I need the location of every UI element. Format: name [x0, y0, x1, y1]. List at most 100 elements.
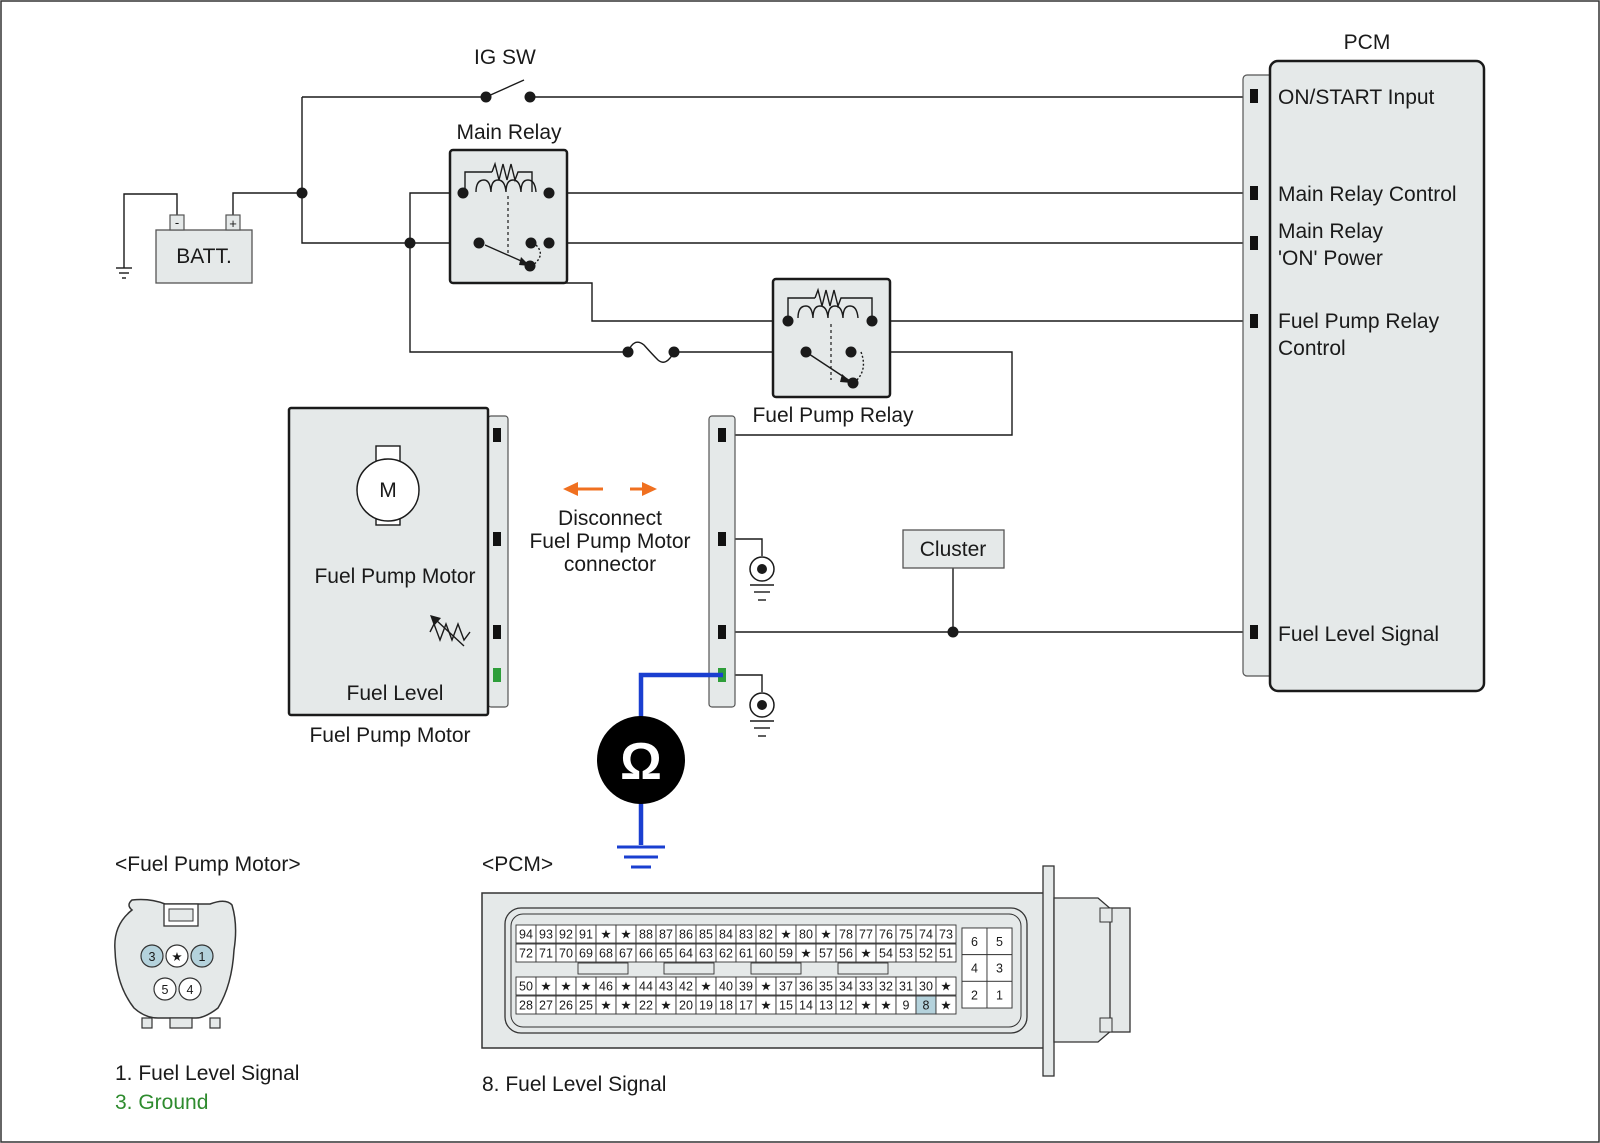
- ohm-icon: [597, 716, 685, 804]
- pcm-pin-cell: [935, 976, 957, 996]
- pcm-pin-label: 83: [739, 928, 753, 942]
- pcm-pin-label: 77: [859, 928, 873, 942]
- pcm-pin-label: 34: [839, 980, 853, 994]
- pcm-pin-label: 78: [839, 928, 853, 942]
- cluster-box: [902, 529, 1005, 569]
- pcm-pin-label: 88: [639, 928, 653, 942]
- pcm-pin-label: 56: [839, 947, 853, 961]
- fuel-pump-motor-block: M Fuel Pump Motor Fuel Level: [287, 406, 509, 717]
- pcm-pin-label: 93: [539, 928, 553, 942]
- pcm-pin-label: 32: [879, 980, 893, 994]
- pcm-pin-fpr-control-l2: Control: [1278, 337, 1346, 360]
- ground-icon: [749, 692, 775, 737]
- disconnect-label-3: connector: [564, 553, 656, 576]
- pcm-label: PCM: [1344, 31, 1391, 54]
- pcm-pin-label: 9: [903, 999, 910, 1013]
- pcm-pin-label: ★: [700, 980, 711, 994]
- pcm-pin-label: 73: [939, 928, 953, 942]
- pcm-pin-label: 74: [919, 928, 933, 942]
- pcm-key-slot: [663, 962, 715, 975]
- ohmmeter: Ω: [597, 672, 723, 869]
- pcm-small-pin-cell: [986, 980, 1013, 1009]
- pcm-small-pin-label: 3: [996, 962, 1003, 976]
- pcm-pin-label: ★: [880, 999, 891, 1013]
- pcm-pin-label: 30: [919, 980, 933, 994]
- pcm-pin-label: 57: [819, 947, 833, 961]
- pcm-pin-label: 84: [719, 928, 733, 942]
- pcm-small-pin-cell: [961, 980, 988, 1009]
- pcm-pin-label: 76: [879, 928, 893, 942]
- pcm-pin-label: 92: [559, 928, 573, 942]
- pcm-pin-label: 44: [639, 980, 653, 994]
- pcm-pin-label: 42: [679, 980, 693, 994]
- pcm-pin-label: 46: [599, 980, 613, 994]
- pcm-pin-label: ★: [760, 980, 771, 994]
- pcm-connector-title: <PCM>: [482, 853, 553, 876]
- pcm-pin-label: ★: [600, 928, 611, 942]
- pcm-pin-main-relay-control: Main Relay Control: [1278, 183, 1457, 206]
- pcm-pin-label: 12: [839, 999, 853, 1013]
- battery-plus-label: +: [229, 216, 237, 231]
- harness-connector: [708, 415, 736, 708]
- pcm-pin-label: 31: [899, 980, 913, 994]
- pcm-pin-label: ★: [600, 999, 611, 1013]
- fuel-level-inner-label: Fuel Level: [347, 682, 444, 705]
- pcm-block: PCM ON/START Input Main Relay Control Ma…: [1242, 31, 1486, 693]
- pcm-pin-label: 37: [779, 980, 793, 994]
- disconnect-label-1: Disconnect: [558, 507, 662, 530]
- motor-symbol: M: [379, 479, 397, 502]
- fpm-legend-1: 1. Fuel Level Signal: [115, 1062, 299, 1085]
- pcm-pin-label: 39: [739, 980, 753, 994]
- pcm-pin-label: ★: [940, 980, 951, 994]
- pcm-key-slot: [577, 962, 629, 975]
- pcm-pin-label: 22: [639, 999, 653, 1013]
- fpm-connector-face: 3 ★ 1 5 4: [114, 898, 237, 1029]
- pcm-pin-label: 75: [899, 928, 913, 942]
- pcm-pin-cell: [935, 995, 957, 1015]
- pcm-pin-label: ★: [860, 999, 871, 1013]
- pcm-pin-label: 40: [719, 980, 733, 994]
- pcm-small-pin-cell: [986, 954, 1013, 982]
- fpm-pin: ★: [171, 950, 182, 964]
- pcm-pin-label: 69: [579, 947, 593, 961]
- pcm-pin-label: ★: [940, 999, 951, 1013]
- pcm-pin-label: ★: [580, 980, 591, 994]
- pcm-pin-label: 28: [519, 999, 533, 1013]
- pcm-pin-label: ★: [540, 980, 551, 994]
- pcm-pin-label: ★: [860, 947, 871, 961]
- pcm-pin-label: 67: [619, 947, 633, 961]
- pcm-pin-label: ★: [760, 999, 771, 1013]
- pcm-pin-label: 68: [599, 947, 613, 961]
- pcm-pin-fpr-control-l1: Fuel Pump Relay: [1278, 310, 1440, 333]
- pcm-pin-label: 43: [659, 980, 673, 994]
- pcm-pin-label: 65: [659, 947, 673, 961]
- pcm-pin-label: ★: [560, 980, 571, 994]
- pcm-pin-label: ★: [820, 928, 831, 942]
- disconnect-arrows: [563, 482, 657, 496]
- pcm-pin-label: 20: [679, 999, 693, 1013]
- pcm-small-pin-label: 2: [971, 988, 978, 1002]
- pcm-pin-label: 15: [779, 999, 793, 1013]
- fuel-pump-relay: Fuel Pump Relay: [752, 277, 914, 427]
- pcm-pin-label: 60: [759, 947, 773, 961]
- pcm-pin-label: 61: [739, 947, 753, 961]
- pcm-pin-label: 33: [859, 980, 873, 994]
- pcm-pin-label: 87: [659, 928, 673, 942]
- main-relay-label: Main Relay: [456, 121, 562, 144]
- pcm-pin-label: ★: [620, 928, 631, 942]
- pcm-pin-label: 26: [559, 999, 573, 1013]
- pcm-pin-label: 13: [819, 999, 833, 1013]
- pcm-pin-label: 63: [699, 947, 713, 961]
- battery: - + BATT.: [155, 214, 253, 284]
- pcm-pin-label: 17: [739, 999, 753, 1013]
- pcm-pin-label: 94: [519, 928, 533, 942]
- fpm-pin: 1: [199, 950, 206, 964]
- pcm-pin-label: 62: [719, 947, 733, 961]
- pcm-pin-label: 53: [899, 947, 913, 961]
- pcm-small-pin-label: 4: [971, 962, 978, 976]
- fpm-pin: 3: [149, 950, 156, 964]
- pcm-connector-legend: 8. Fuel Level Signal: [482, 1073, 666, 1096]
- main-relay: Main Relay: [448, 121, 569, 285]
